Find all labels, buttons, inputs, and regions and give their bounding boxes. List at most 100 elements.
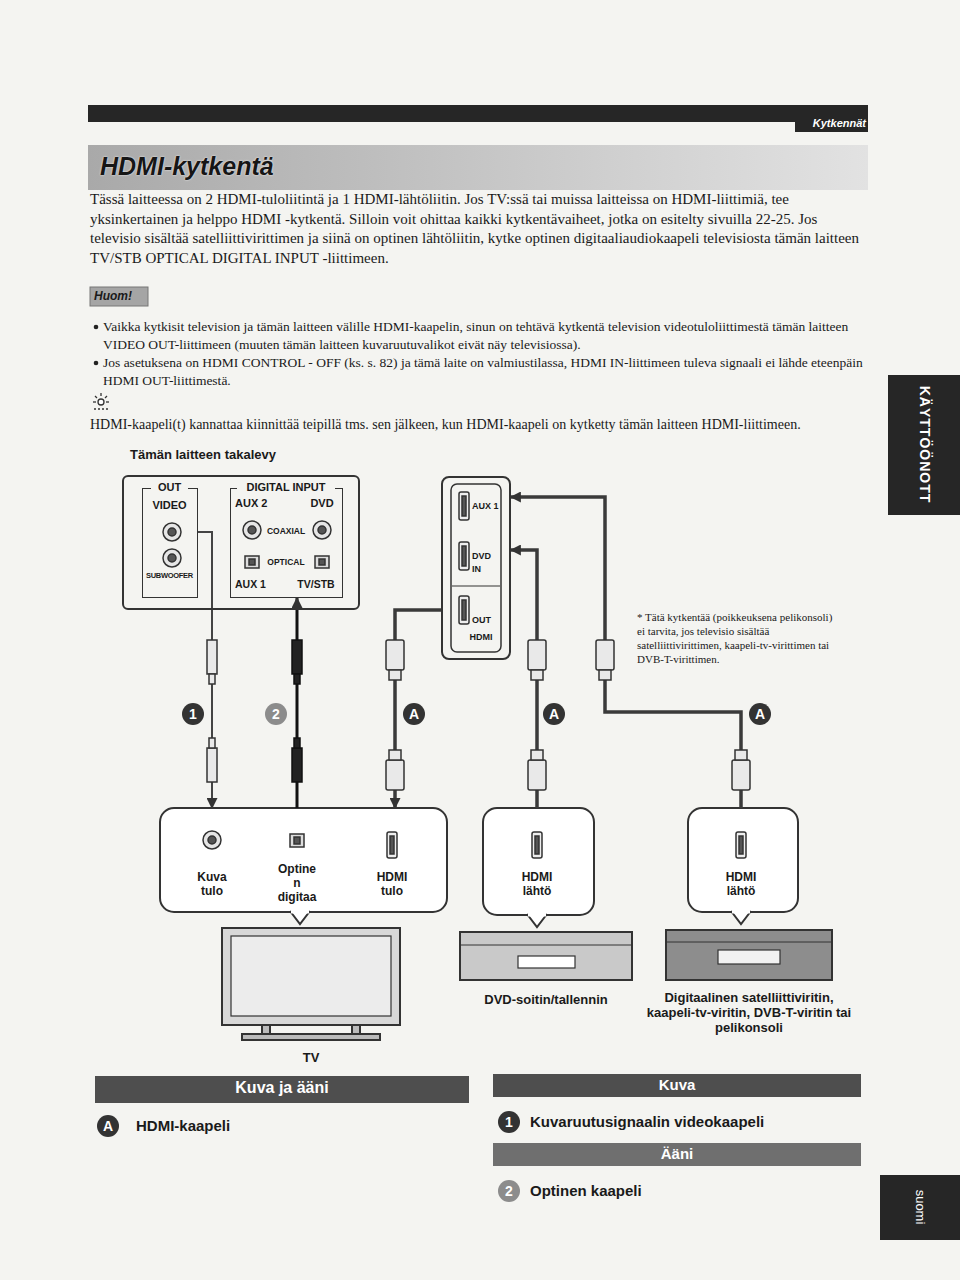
legend-text: Optinen kaapeli <box>530 1182 850 1200</box>
set-top-box-drawing <box>666 930 832 980</box>
node-text: OUT <box>151 481 188 494</box>
input-jack-icon <box>203 831 221 849</box>
tip-icon <box>105 396 107 398</box>
section-band: Kuva ja ääni <box>95 1076 469 1103</box>
optical-jack <box>245 556 329 568</box>
side-tab-label: KÄYTTÖÖNOTT <box>916 375 933 515</box>
dvd-player-drawing <box>518 956 575 968</box>
footnote: * Tätä kytkentää (poikkeuksena pelikonso… <box>637 610 835 666</box>
hdmi-port <box>459 596 469 624</box>
node-text: HDMI lähtö <box>715 870 767 898</box>
legend-callout: A <box>97 1115 119 1137</box>
hdmi-plug <box>386 760 404 790</box>
input-jack-icon <box>387 832 397 858</box>
hdmi-port <box>459 542 469 570</box>
legend-text: Kuvaruutusignaalin videokaapeli <box>530 1113 850 1131</box>
node-text: Optine n digitaa <box>275 862 319 904</box>
note-bullet: Jos asetuksena on HDMI CONTROL - OFF (ks… <box>103 354 867 390</box>
speech-bubble <box>527 914 547 927</box>
node-text: HDMI tulo <box>372 870 412 898</box>
rca-jack <box>163 521 331 567</box>
node-text: TV/STB <box>293 578 339 590</box>
node-text: AUX 1 <box>472 501 508 511</box>
tip-icon <box>93 393 109 409</box>
speech-bubble <box>483 808 594 915</box>
tip-icon <box>95 396 97 398</box>
note-tag <box>90 287 148 306</box>
device-label: TV <box>286 1050 336 1066</box>
header-bar <box>88 105 868 122</box>
callout-number: A <box>543 703 565 725</box>
section-band: Kuva <box>493 1074 861 1097</box>
header-bar <box>88 105 868 132</box>
rca-plug <box>207 640 217 674</box>
input-jack-icon <box>736 832 746 858</box>
speech-bubble <box>731 911 751 924</box>
hdmi-panel-inner <box>452 585 500 586</box>
optical-plug <box>292 640 302 674</box>
hdmi-plug <box>735 750 747 760</box>
rca-jack <box>243 521 261 539</box>
input-jack-icon <box>203 831 746 858</box>
input-jack-icon <box>290 834 304 847</box>
hdmi-plug <box>389 750 401 760</box>
tip-text: HDMI-kaapeli(t) kannattaa kiinnittää tei… <box>90 416 880 434</box>
legend-callout: 2 <box>498 1180 520 1202</box>
node-text: HDMI lähtö <box>511 870 563 898</box>
note-bullet: Vaikka kytkisit television ja tämän lait… <box>103 318 867 354</box>
node-text: HDMI <box>464 632 498 642</box>
hdmi-plug <box>528 760 546 790</box>
tip-icon <box>100 393 101 396</box>
header-bar <box>795 115 868 132</box>
legend-callout: 1 <box>498 1111 520 1133</box>
speech-bubble <box>732 911 750 914</box>
tv-input-bubble: Kuva tuloOptine n digitaaHDMI tulo <box>160 808 447 912</box>
dvd-output-bubble: HDMI lähtö <box>483 808 594 915</box>
tv-drawing <box>242 1034 380 1040</box>
speech-bubble <box>688 808 798 912</box>
tuner-output-bubble: HDMI lähtö <box>688 808 798 912</box>
input-jack-icon <box>390 836 394 854</box>
device-label: DVD-soitin/tallennin <box>466 992 626 1008</box>
set-top-box-drawing <box>666 930 832 980</box>
digital-input-group: DIGITAL INPUTAUX 2DVDCOAXIALOPTICALAUX 1… <box>230 488 343 598</box>
tip-icon <box>106 401 109 402</box>
legend-text: HDMI-kaapeli <box>136 1117 436 1135</box>
set-top-box-drawing <box>666 942 832 943</box>
output-group: OUTVIDEOSUBWOOFER <box>142 488 198 598</box>
speech-bubble <box>291 911 309 914</box>
optical-plug <box>292 640 302 782</box>
hdmi-port <box>462 496 466 516</box>
hdmi-plug <box>596 640 614 670</box>
optical-plug <box>294 738 300 748</box>
optical-jack <box>315 556 329 568</box>
cable-connector <box>511 497 741 808</box>
bullet-dot <box>94 325 99 366</box>
hdmi-plug <box>531 670 543 680</box>
tv-drawing <box>222 928 400 1040</box>
callout-number: 1 <box>182 703 204 725</box>
section-band: Ääni <box>493 1143 861 1166</box>
input-jack-icon <box>739 836 743 854</box>
dvd-player-drawing <box>460 945 632 946</box>
speech-bubble <box>528 914 546 917</box>
bullet-dot <box>94 361 99 366</box>
node-text: Kuva ja ääni <box>95 1079 469 1097</box>
tv-drawing <box>222 928 400 1025</box>
callout-number: A <box>403 703 425 725</box>
dvd-player-drawing <box>460 932 632 980</box>
input-jack-icon <box>535 836 539 854</box>
side-tab <box>880 375 960 1240</box>
rca-jack <box>163 549 181 567</box>
callout-number: A <box>749 703 771 725</box>
body-paragraph: Tässä laitteessa on 2 HDMI-tuloliitintä … <box>90 190 868 268</box>
rca-jack <box>168 528 176 536</box>
hdmi-plug <box>732 760 750 790</box>
node-text: Kuva <box>493 1076 861 1093</box>
dvd-player-drawing <box>460 932 632 980</box>
speech-bubble <box>160 808 798 927</box>
node-text: DIGITAL INPUT <box>237 481 335 494</box>
hdmi-plug <box>599 670 611 680</box>
node-text: Ääni <box>493 1145 861 1162</box>
